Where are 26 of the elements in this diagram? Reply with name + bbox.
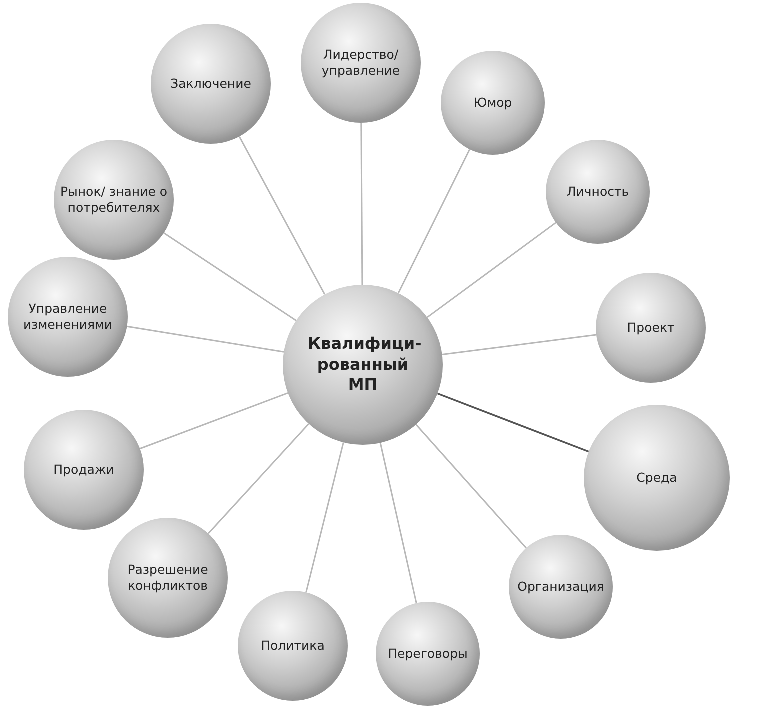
node-label: Разрешение конфликтов	[126, 562, 210, 594]
node-label: Продажи	[54, 462, 114, 478]
connector-line	[306, 442, 344, 593]
node-label: Лидерство/ управление	[320, 46, 402, 80]
connector-line	[208, 424, 310, 534]
connector-line	[398, 149, 471, 294]
node-label: Переговоры	[388, 646, 468, 662]
node-label: Организация	[518, 578, 604, 596]
node-label: Личность	[566, 184, 630, 200]
connector-line	[238, 136, 326, 295]
node-label: Проект	[627, 320, 675, 336]
connector-line	[442, 334, 597, 356]
connector-line	[360, 123, 364, 285]
connector-line	[426, 222, 557, 318]
connector-line	[437, 392, 590, 453]
connector-line	[127, 326, 284, 353]
connector-line	[380, 442, 418, 604]
node-label: Рынок/ знание о потребителях	[59, 184, 169, 216]
node-label: Среда	[636, 470, 678, 486]
connector-line	[416, 424, 527, 549]
node-label: Юмор	[474, 94, 512, 112]
node-label: Политика	[261, 638, 325, 654]
node-label: Управление изменениями	[22, 300, 114, 334]
node-label: Заключение	[170, 76, 252, 92]
connector-line	[164, 232, 297, 322]
connector-line	[140, 392, 288, 450]
